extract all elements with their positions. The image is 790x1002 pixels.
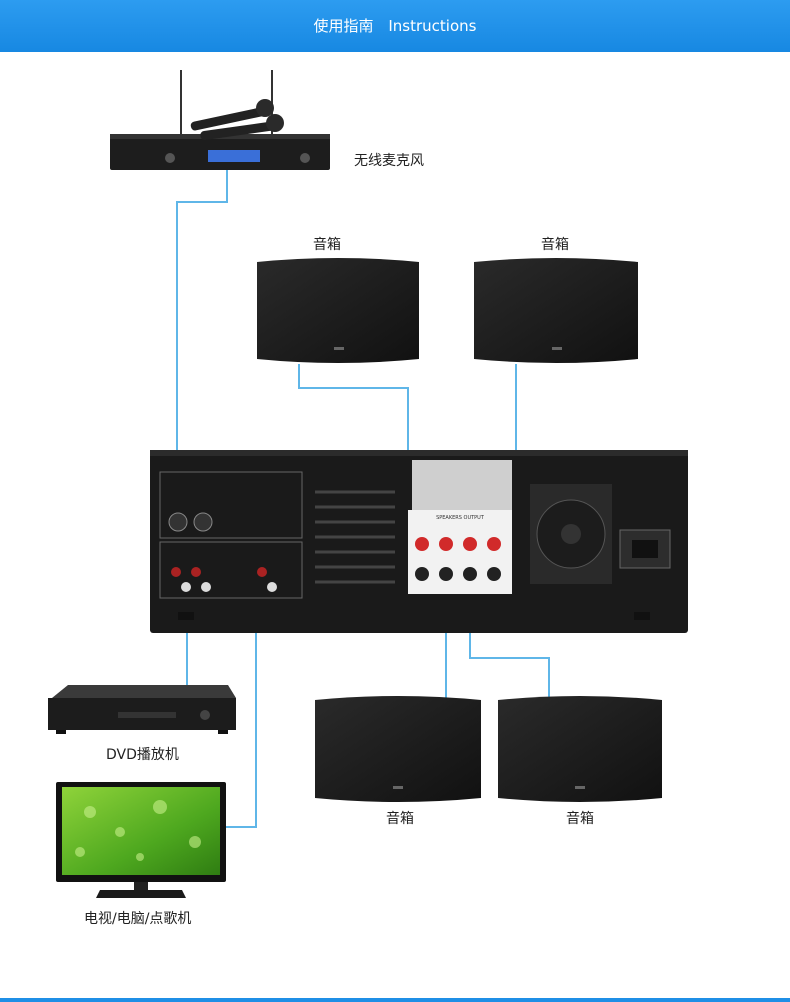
amplifier: SPEAKERS OUTPUT — [150, 450, 688, 633]
dvd-player — [48, 685, 236, 734]
speaker-bottom-right — [498, 696, 662, 802]
cooling-fan — [530, 484, 612, 584]
label-dvd-player: DVD播放机 — [106, 747, 179, 763]
header-banner: 使用指南 Instructions — [0, 0, 790, 52]
label-speaker-top-left: 音箱 — [313, 237, 341, 253]
cable-mic — [176, 170, 228, 572]
page-title-zh: 使用指南 — [313, 17, 374, 35]
page-title: 使用指南 Instructions — [0, 0, 790, 52]
label-wireless-mic: 无线麦克风 — [354, 153, 424, 169]
page-title-en: Instructions — [388, 17, 477, 35]
speaker-bottom-left — [315, 696, 481, 802]
wireless-mic-receiver — [110, 70, 330, 170]
label-speaker-top-right: 音箱 — [541, 237, 569, 253]
cable-tv — [226, 572, 257, 828]
label-speaker-bottom-left: 音箱 — [386, 811, 414, 827]
label-tv: 电视/电脑/点歌机 — [84, 911, 192, 927]
speaker-top-left — [257, 258, 419, 363]
label-speaker-bottom-right: 音箱 — [566, 811, 594, 827]
footer-bar — [0, 998, 790, 1002]
microphone-icon — [190, 99, 284, 141]
connection-diagram: SPEAKERS OUTPUT — [48, 70, 688, 898]
speaker-top-right — [474, 258, 638, 363]
tv-monitor — [56, 782, 226, 898]
speakers-output-label: SPEAKERS OUTPUT — [436, 515, 485, 521]
